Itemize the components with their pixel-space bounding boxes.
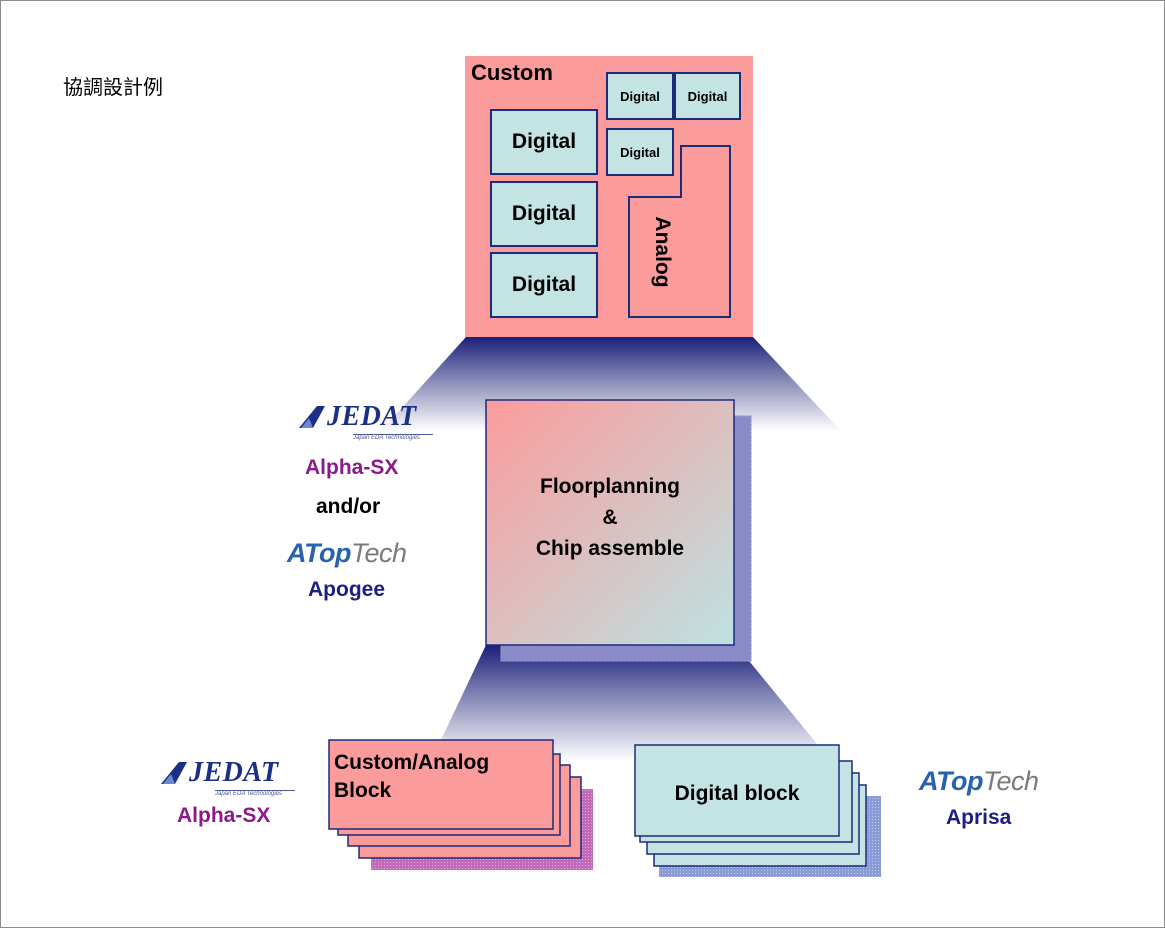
atoptech-logo-top: Top — [304, 538, 351, 568]
lower-funnel — [431, 645, 831, 761]
digital-block-left-3: Digital — [490, 252, 598, 318]
jedat-swoosh-icon-bottom — [161, 762, 187, 784]
digital-block-stack — [634, 744, 881, 877]
digital-block-mid: Digital — [606, 128, 674, 176]
digital-block-left-1: Digital — [490, 109, 598, 175]
jedat-logo-text: JEDAT — [327, 401, 417, 432]
slide-title: 協調設計例 — [63, 77, 163, 99]
atoptech-logo-a: A — [287, 538, 305, 568]
center-line-2: & — [602, 506, 618, 529]
center-line-1: Floorplanning — [540, 475, 680, 498]
jedat-tagline: Japan EDA Technologies — [353, 434, 433, 441]
center-line-3: Chip assemble — [535, 537, 685, 560]
digital-block-label: Digital block — [674, 782, 800, 805]
digital-block-top-2: Digital — [674, 72, 741, 120]
custom-analog-block-label: Custom/Analog Block — [334, 749, 489, 805]
atoptech-logo-1: ATopTech — [287, 538, 407, 569]
custom-analog-stack — [328, 739, 593, 870]
connector-and-or: and/or — [316, 495, 381, 518]
jedat-logo-bottom: JEDAT — [161, 757, 279, 789]
custom-label: Custom — [471, 60, 553, 85]
product-alpha-sx-2: Alpha-SX — [177, 804, 271, 827]
product-aprisa: Aprisa — [946, 806, 1012, 829]
jedat-swoosh-icon — [299, 406, 325, 428]
product-apogee: Apogee — [308, 578, 386, 601]
jedat-logo-text-bottom: JEDAT — [189, 757, 279, 788]
custom-analog-line2: Block — [334, 779, 392, 802]
jedat-tagline-bottom: Japan EDA Technologies — [215, 790, 295, 797]
atoptech-logo-a-2: A — [919, 766, 937, 796]
center-box-text: Floorplanning & Chip assemble — [486, 471, 734, 564]
digital-block-left-2: Digital — [490, 181, 598, 247]
product-alpha-sx-1: Alpha-SX — [305, 456, 399, 479]
analog-label: Analog — [651, 216, 674, 288]
atoptech-logo-tech: Tech — [350, 538, 407, 568]
analog-region — [628, 145, 731, 318]
digital-block-top-1: Digital — [606, 72, 674, 120]
atoptech-logo-tech-2: Tech — [982, 766, 1039, 796]
custom-analog-line1: Custom/Analog — [334, 751, 490, 774]
atoptech-logo-2: ATopTech — [919, 766, 1039, 797]
atoptech-logo-top-2: Top — [936, 766, 983, 796]
center-box — [485, 399, 735, 646]
jedat-logo: JEDAT — [299, 401, 417, 433]
